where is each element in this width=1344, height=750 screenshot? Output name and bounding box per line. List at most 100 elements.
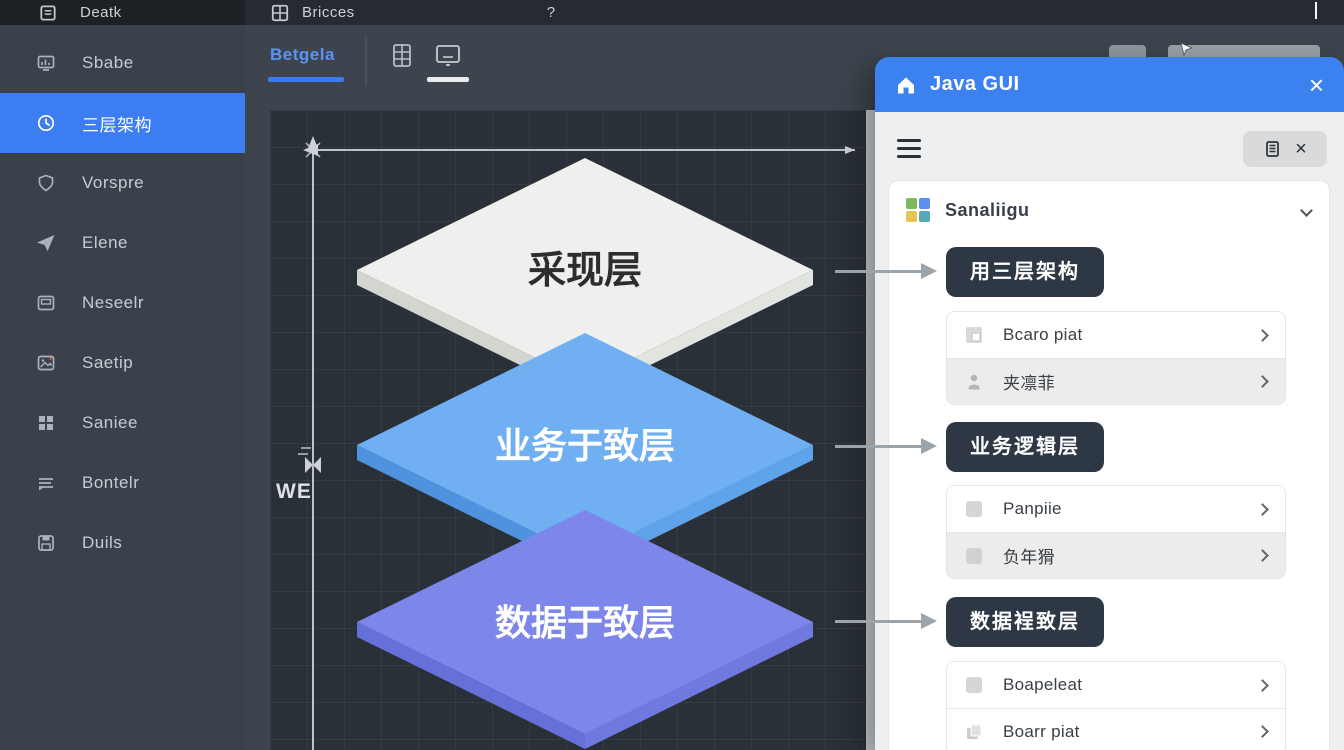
- connector-arrow-data: [835, 612, 939, 630]
- chevron-right-icon: [1256, 678, 1269, 692]
- square-icon: [966, 501, 982, 517]
- list-item-label: 夹凛菲: [1003, 374, 1055, 393]
- mouse-cursor: [1180, 42, 1194, 56]
- list-item[interactable]: Panpiie: [947, 486, 1285, 532]
- layer-label: 业务于致层: [495, 425, 675, 466]
- card-icon: [37, 295, 55, 311]
- window-grid-icon: [271, 4, 289, 21]
- layer-label: 数据于致层: [495, 602, 675, 643]
- tab-betgela[interactable]: Betgela: [270, 45, 335, 64]
- titlebar-right: Bricces ?: [245, 0, 1344, 25]
- item-group-business: Panpiie 负年猾: [946, 485, 1286, 579]
- tools-close-icon[interactable]: ×: [1295, 138, 1307, 160]
- list-item-label: Panpiie: [1003, 499, 1062, 518]
- tab-active-underline: [268, 77, 344, 82]
- chart-icon: [37, 55, 55, 71]
- monitor-icon: [436, 45, 460, 66]
- panel-header[interactable]: Java GUI ×: [875, 57, 1344, 112]
- save-icon: [38, 535, 54, 551]
- layer-label: 采现层: [528, 250, 642, 292]
- list-item[interactable]: Boapeleat: [947, 662, 1285, 708]
- chevron-down-icon: [1300, 203, 1313, 217]
- sidebar-item-label: Sbabe: [82, 53, 134, 72]
- connector-arrow-business: [835, 437, 939, 455]
- sidebar-item-sbabe[interactable]: Sbabe: [0, 33, 245, 93]
- hamburger-menu-icon[interactable]: [897, 139, 921, 163]
- toolbar-divider: [365, 37, 367, 85]
- pill-presentation[interactable]: 用三层架构: [946, 247, 1104, 297]
- sidebar-item-saetip[interactable]: Saetip: [0, 333, 245, 393]
- plane-icon: [37, 235, 55, 252]
- copy-icon: [967, 724, 982, 739]
- book-icon[interactable]: [1263, 140, 1281, 158]
- sidebar-item-neseelr[interactable]: Neseelr: [0, 273, 245, 333]
- layers-icon: [39, 478, 53, 491]
- app-logo-icon: [906, 198, 930, 222]
- pill-business[interactable]: 业务逻辑层: [946, 422, 1104, 472]
- sidebar-item-label: Neseelr: [82, 293, 145, 312]
- panel-title: Java GUI: [930, 73, 1020, 95]
- image-icon: [37, 355, 55, 371]
- view-active-underline: [427, 77, 469, 82]
- sidebar-item-saniee[interactable]: Saniee: [0, 393, 245, 453]
- item-group-data: Boapeleat Boarr piat: [946, 661, 1286, 750]
- sidebar-item-label: 三层架构: [82, 115, 152, 135]
- structure-card: Sanaliigu 用三层架构 Bcaro piat: [888, 180, 1330, 750]
- sidebar-item-vorspre[interactable]: Vorspre: [0, 153, 245, 213]
- list-item-label: Boarr piat: [1003, 721, 1080, 741]
- layer-plate-data[interactable]: 数据于致层: [357, 510, 813, 749]
- item-group-presentation: Bcaro piat 夹凛菲: [946, 311, 1286, 405]
- text-cursor: [1315, 2, 1317, 19]
- panel-edge-strip: [866, 110, 875, 750]
- grid-icon: [39, 416, 53, 430]
- table-icon: [393, 44, 411, 67]
- java-gui-panel: Java GUI × ×: [875, 57, 1344, 750]
- center-app-title: Bricces: [302, 4, 355, 21]
- sidebar-item-label: Vorspre: [82, 173, 145, 192]
- panel-tools: ×: [1243, 131, 1327, 167]
- chevron-right-icon: [1256, 549, 1269, 562]
- layer-plate-presentation[interactable]: 采现层: [357, 158, 813, 397]
- sidebar-item-label: Elene: [82, 233, 128, 252]
- clock-icon: [37, 114, 55, 132]
- sidebar: Sbabe 三层架构 Vorspre Elene: [0, 25, 245, 750]
- sidebar-item-label: Saniee: [82, 413, 138, 432]
- monitor-view-button[interactable]: [431, 39, 465, 73]
- chevron-right-icon: [1256, 725, 1269, 738]
- panel-body: × Sanaliigu 用三层架构: [875, 112, 1344, 750]
- square-icon: [966, 677, 982, 693]
- diagram-svg: WE 采现层 业务于致层: [276, 136, 855, 750]
- chevron-right-icon: [1256, 502, 1269, 516]
- window-titlebar: Deatk Bricces ?: [0, 0, 1344, 25]
- sidebar-item-label: Saetip: [82, 353, 134, 372]
- source-selector[interactable]: Sanaliigu: [889, 181, 1329, 239]
- chevron-right-icon: [1256, 328, 1269, 342]
- list-item-label: 负年猾: [1003, 548, 1055, 567]
- sidebar-item-label: Bontelr: [82, 473, 140, 492]
- table-view-button[interactable]: [385, 39, 419, 73]
- pill-data[interactable]: 数据裎致层: [946, 597, 1104, 647]
- sidebar-item-bontelr[interactable]: Bontelr: [0, 453, 245, 513]
- sidebar-item-duils[interactable]: Duils: [0, 513, 245, 573]
- list-item[interactable]: 夹凛菲: [947, 358, 1285, 404]
- sidebar-item-label: Duils: [82, 533, 123, 552]
- shield-icon: [38, 174, 54, 192]
- chevron-right-icon: [1256, 375, 1269, 388]
- dimension-arrowheads: [303, 136, 855, 473]
- list-item[interactable]: Boarr piat: [947, 708, 1285, 750]
- list-item-label: Bcaro piat: [1003, 325, 1083, 344]
- document-icon: [40, 4, 56, 21]
- help-button[interactable]: ?: [546, 4, 556, 21]
- left-app-title: Deatk: [80, 4, 122, 21]
- sidebar-item-elene[interactable]: Elene: [0, 213, 245, 273]
- connector-arrow-presentation: [835, 262, 939, 280]
- sidebar-item-three-tier[interactable]: 三层架构: [0, 93, 245, 153]
- list-item[interactable]: 负年猾: [947, 532, 1285, 578]
- list-item[interactable]: Bcaro piat: [947, 312, 1285, 358]
- close-icon[interactable]: ×: [1308, 69, 1324, 100]
- square-icon: [966, 547, 982, 564]
- source-name: Sanaliigu: [945, 199, 1030, 220]
- list-item-label: Boapeleat: [1003, 675, 1083, 694]
- person-icon: [968, 374, 980, 389]
